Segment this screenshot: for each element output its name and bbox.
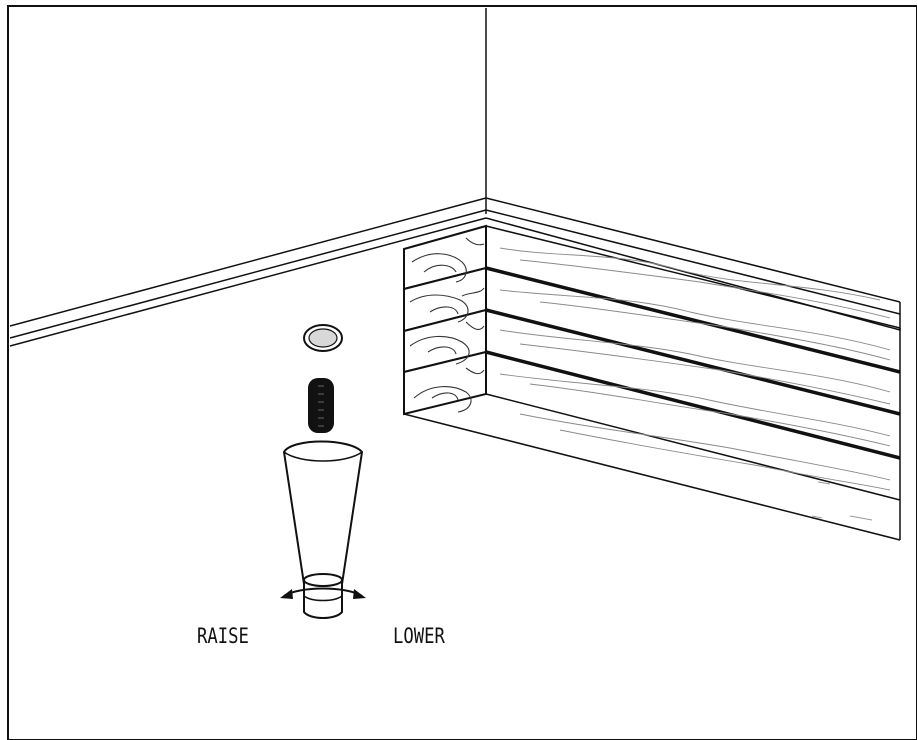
- lower-label: LOWER: [393, 624, 445, 648]
- raise-label: RAISE: [197, 624, 249, 648]
- board-long-faces: [403, 225, 901, 541]
- left-baseboard: [9, 197, 487, 347]
- leveler-foot: [280, 378, 366, 619]
- right-baseboard: [485, 197, 901, 331]
- foot-base: [303, 573, 343, 619]
- floor-hole-icon: [303, 324, 343, 352]
- diagram-frame: [7, 5, 917, 740]
- foot-body: [282, 440, 364, 590]
- threaded-stud-icon: [308, 378, 334, 433]
- long-face-grain: [499, 247, 891, 491]
- curved-double-arrow-icon: [280, 587, 366, 599]
- wood-board-stack: [403, 224, 901, 541]
- floor-marks: [811, 481, 873, 521]
- end-grain-rings: [409, 237, 485, 413]
